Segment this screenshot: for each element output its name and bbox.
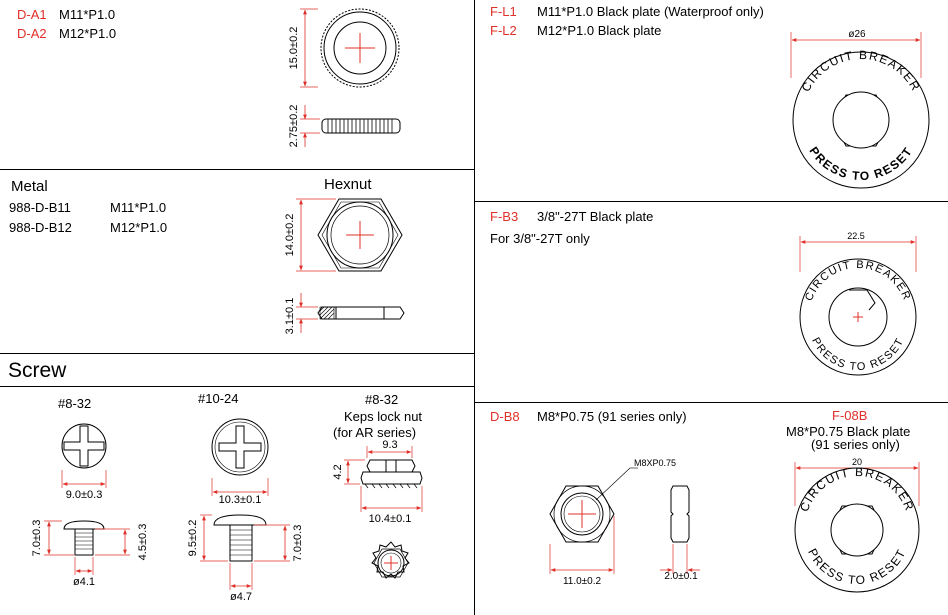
dim-db8-t: 2.0±0.1 (664, 571, 698, 582)
part-code-f-08b: F-08B (832, 408, 868, 423)
f-b3-plate-bottom-text: PRESS TO RESET (809, 336, 906, 374)
dim-hex-height: 14.0±0.2 (284, 214, 296, 257)
dim-s3-h: 4.2 (332, 464, 344, 479)
hexnut-title: Hexnut (324, 176, 372, 193)
part-spec-b12: M12*P1.0 (110, 220, 168, 235)
part-spec-f-l1: M11*P1.0 Black plate (Waterproof only) (537, 4, 764, 19)
part-code-d-a2: D-A2 (17, 26, 47, 41)
dim-s3-w: 10.4±0.1 (369, 513, 412, 525)
d-b8-callout: M8XP0.75 (634, 458, 676, 468)
f-l-plate-bottom-text: PRESS TO RESET (807, 144, 916, 183)
dim-s1-head: 9.0±0.3 (66, 489, 103, 501)
part-spec-d-b8: M8*P0.75 (91 series only) (537, 409, 687, 424)
dim-s2-h: 9.5±0.2 (187, 520, 199, 557)
dim-s3-top: 9.3 (382, 439, 397, 451)
part-code-b11: 988-D-B11 (9, 200, 71, 215)
part-code-b12: 988-D-B12 (9, 220, 72, 235)
dim-s1-shank: 4.5±0.3 (137, 524, 149, 561)
part-spec-d-a1: M11*P1.0 (59, 7, 116, 22)
part-spec-f-l2: M12*P1.0 Black plate (537, 23, 662, 38)
divider-left-1 (0, 169, 474, 170)
f-08b-line2: (91 series only) (811, 437, 900, 452)
f-l-plate: CIRCUIT BREAKER PRESS TO RESET (790, 32, 930, 189)
divider-right-2 (474, 402, 948, 403)
screw-2-label: #10-24 (198, 391, 239, 406)
part-code-d-a1: D-A1 (17, 7, 47, 22)
divider-right-1 (474, 201, 948, 202)
dim-hex-thick: 3.1±0.1 (284, 298, 296, 335)
dim-da-thick: 2.75±0.2 (288, 105, 300, 148)
f-08b-line1: M8*P0.75 Black plate (786, 424, 911, 439)
screw-1-side (44, 520, 130, 575)
keps-nut-side (344, 446, 423, 512)
f-b3-plate-top-text: CIRCUIT BREAKER (803, 259, 913, 303)
screw-3-line1: Keps lock nut (344, 409, 423, 424)
hexnut-side (296, 293, 405, 333)
dim-s1-d: ø4.1 (73, 576, 95, 588)
dim-f-b3: 22.5 (847, 231, 865, 241)
hexnut-top (296, 198, 403, 272)
f-l-plate-top-text: CIRCUIT BREAKER (799, 48, 924, 94)
section-title-metal: Metal (11, 178, 48, 195)
divider-left-2 (0, 353, 474, 354)
d-a-knurled-nut-side (300, 105, 401, 147)
dim-db8-w: 11.0±0.2 (563, 576, 602, 587)
d-b8-hexnut-side (660, 485, 700, 574)
keps-nut-top (371, 541, 410, 579)
divider-left-3 (0, 386, 474, 387)
screw-3-line2: (for AR series) (333, 425, 417, 440)
part-code-f-b3: F-B3 (490, 209, 519, 224)
screw-1-top (61, 423, 107, 488)
dim-f-l: ø26 (848, 29, 866, 40)
f-b3-plate: CIRCUIT BREAKER PRESS TO RESET (799, 236, 917, 376)
part-code-d-b8: D-B8 (490, 409, 520, 424)
part-code-f-l2: F-L2 (490, 23, 517, 38)
dim-da-height: 15.0±0.2 (288, 27, 300, 70)
d-a-knurled-nut-top (300, 8, 400, 88)
dim-s2-head: 10.3±0.1 (219, 494, 262, 506)
screw-2-top (211, 418, 269, 496)
part-code-f-l1: F-L1 (490, 4, 517, 19)
dim-s2-d: ø4.7 (230, 591, 252, 603)
part-spec-b11: M11*P1.0 (110, 200, 167, 215)
screw-1-label: #8-32 (58, 396, 92, 411)
divider-vertical-center (474, 0, 475, 615)
f-08b-plate: CIRCUIT BREAKER PRESS TO RESET (794, 462, 920, 593)
screw-2-side (200, 514, 290, 590)
f-b3-note: For 3/8"-27T only (490, 231, 590, 246)
section-title-screw: Screw (8, 359, 67, 382)
dim-f-08b: 20 (852, 457, 862, 467)
part-spec-f-b3: 3/8"-27T Black plate (537, 209, 654, 224)
dim-s2-shank: 7.0±0.3 (292, 525, 304, 562)
dim-s1-h: 7.0±0.3 (31, 520, 43, 557)
d-b8-hexnut-top (549, 467, 638, 574)
part-spec-d-a2: M12*P1.0 (59, 26, 117, 41)
screw-3-label: #8-32 (365, 392, 399, 407)
